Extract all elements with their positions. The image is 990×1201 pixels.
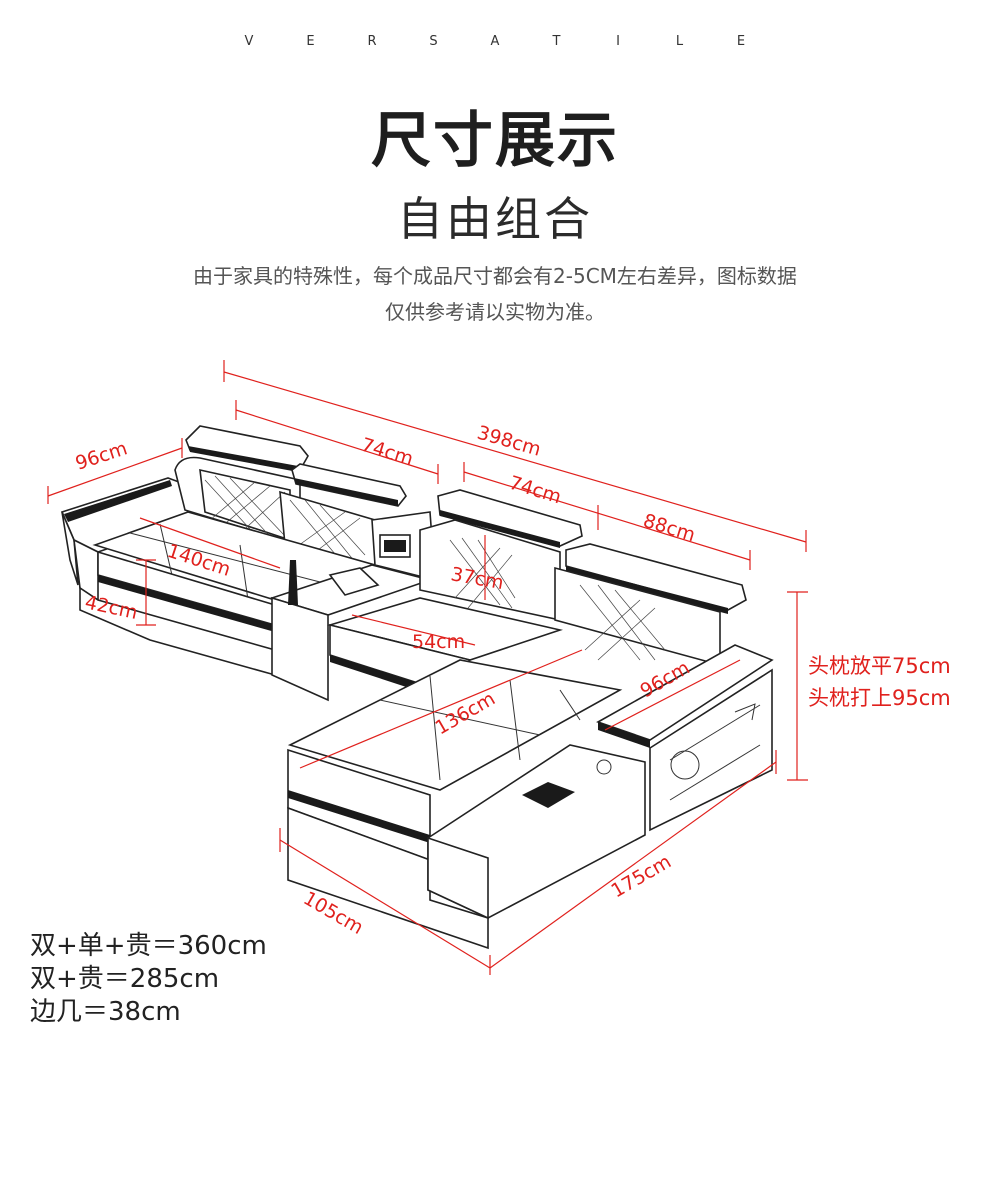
headrest-flat-height: 头枕放平75cm — [808, 654, 951, 678]
dim-back-width-right: 74cm — [507, 472, 564, 509]
page-title: 尺寸展示 — [371, 106, 619, 176]
dim-seat-depth: 54cm — [412, 631, 465, 653]
brand-letter: R — [367, 34, 377, 49]
disclaimer-note: 由于家具的特殊性，每个成品尺寸都会有2-5CM左右差异，图标数据 仅供参考请以实… — [0, 258, 990, 330]
brand-wordmark: V E R S A T I L E — [0, 34, 990, 49]
disclaimer-line-2: 仅供参考请以实物为准。 — [385, 300, 605, 324]
sofa-dimension-drawing: 398cm 96cm 74cm 74cm 88cm 140cm 42cm 37c… — [47, 360, 808, 975]
brand-letter: I — [616, 34, 620, 49]
headrest-raised-height: 头枕打上95cm — [808, 686, 951, 710]
brand-letter: E — [736, 34, 746, 49]
brand-letter: S — [429, 34, 438, 49]
page-subtitle: 自由组合 — [397, 192, 593, 246]
disclaimer-line-1: 由于家具的特殊性，每个成品尺寸都会有2-5CM左右差异，图标数据 — [193, 264, 797, 288]
brand-letter: T — [552, 34, 561, 49]
dim-back-width-left: 74cm — [359, 434, 416, 471]
sofa-illustration — [60, 425, 774, 950]
brand-letter: A — [490, 34, 500, 49]
dim-right-section: 88cm — [641, 510, 698, 547]
headrest-height-note: 头枕放平75cm 头枕打上95cm — [808, 650, 951, 714]
brand-letter: E — [306, 34, 315, 49]
brand-letter: L — [675, 34, 684, 49]
brand-letter: V — [244, 34, 254, 49]
spec-line: 双+单+贵＝360cm — [30, 931, 267, 961]
combination-specs: 双+单+贵＝360cm 双+贵＝285cm 边几＝38cm — [30, 930, 267, 1029]
spec-line: 边几＝38cm — [30, 997, 181, 1027]
spec-line: 双+贵＝285cm — [30, 964, 220, 994]
dimension-lines — [47, 360, 808, 975]
